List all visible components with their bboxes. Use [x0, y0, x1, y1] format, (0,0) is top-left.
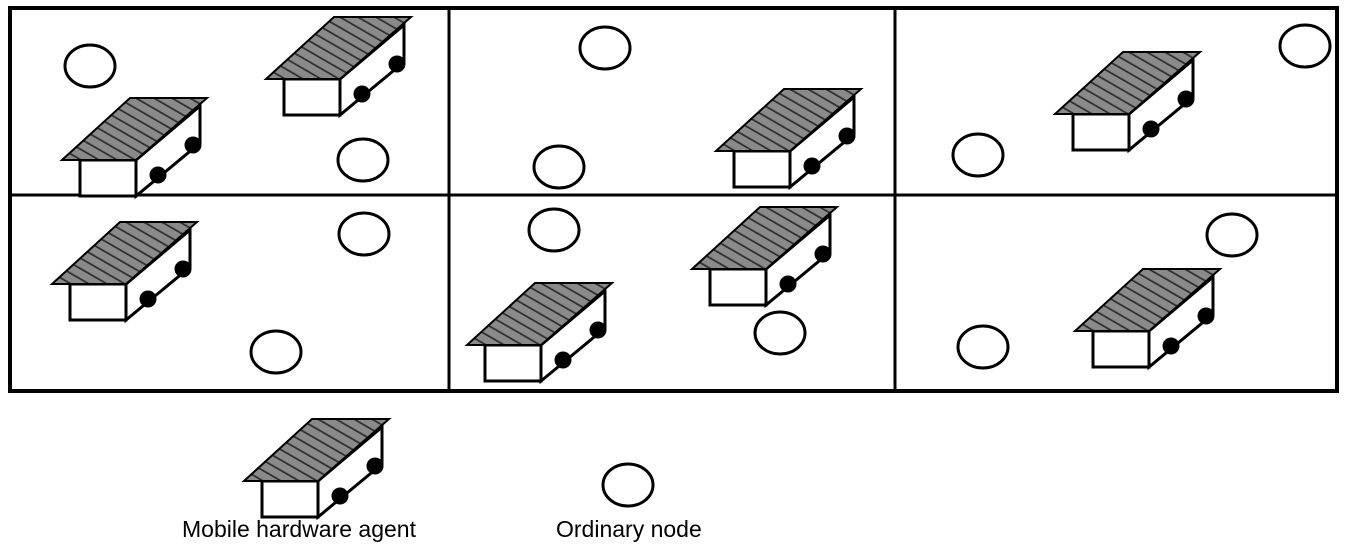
cell-6 — [956, 212, 1259, 370]
ordinary-node-icon — [63, 43, 117, 89]
grid-frame — [8, 6, 1339, 393]
grid-border — [8, 6, 1339, 393]
mobile-agent-icon — [264, 15, 413, 117]
cell-3 — [951, 23, 1332, 178]
ordinary-node-icon — [753, 310, 807, 356]
mobile-agent-icon — [714, 87, 863, 189]
ordinary-node-icon — [337, 211, 391, 257]
ordinary-node-icon — [578, 25, 632, 71]
ordinary-node-icon — [1278, 23, 1332, 69]
ordinary-node-icon — [1205, 212, 1259, 258]
legend — [242, 417, 655, 519]
mobile-agent-icon — [690, 205, 839, 307]
legend-node-icon — [601, 462, 655, 508]
mobile-agent-icon — [1073, 267, 1222, 369]
ordinary-node-icon — [532, 144, 586, 190]
mobile-agent-icon — [50, 220, 199, 322]
mobile-agent-icon — [60, 96, 209, 198]
mobile-agent-icon — [1053, 50, 1202, 152]
ordinary-node-icon — [336, 137, 390, 183]
legend-agent-label: Mobile hardware agent — [182, 516, 416, 542]
cell-5 — [465, 205, 839, 383]
legend-node-label: Ordinary node — [556, 516, 702, 542]
ordinary-node-icon — [249, 329, 303, 375]
cell-2 — [532, 25, 863, 190]
legend-agent-icon — [242, 417, 391, 519]
cell-4 — [50, 211, 391, 375]
mobile-agent-icon — [465, 281, 614, 383]
ordinary-node-icon — [527, 207, 581, 253]
ordinary-node-icon — [951, 132, 1005, 178]
cell-1 — [60, 15, 413, 198]
ordinary-node-icon — [956, 324, 1010, 370]
